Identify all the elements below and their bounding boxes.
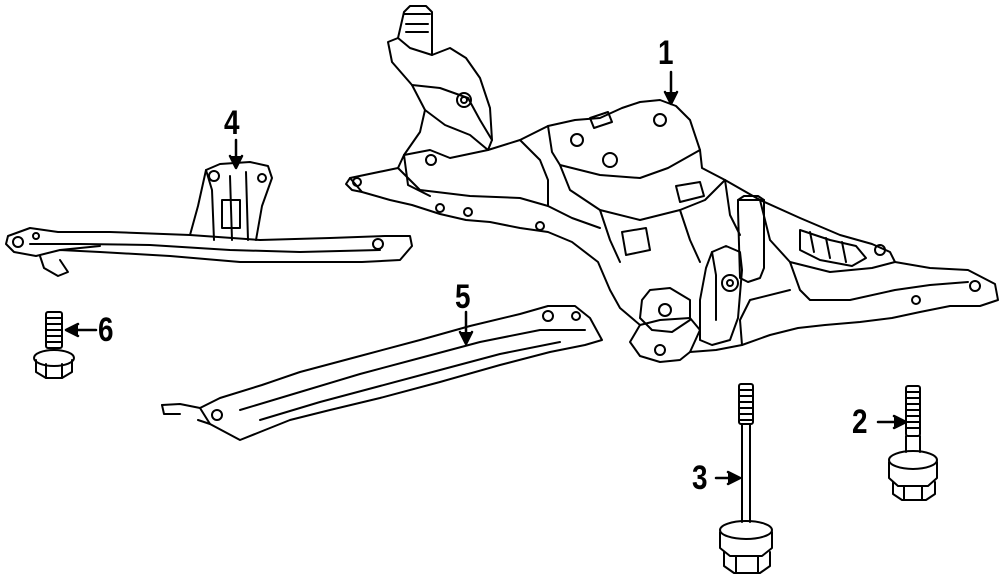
callout-1: 1 — [658, 34, 674, 72]
leader-6-arrow — [64, 322, 80, 338]
leader-2-arrow — [892, 414, 908, 430]
callout-5: 5 — [455, 278, 471, 316]
bolt-3-part — [719, 383, 773, 574]
rear-brace-part — [161, 305, 603, 441]
leader-lines — [64, 70, 908, 486]
callout-2: 2 — [852, 403, 868, 441]
front-brace-part — [5, 161, 413, 277]
bolt-2-part — [888, 385, 938, 501]
bolt-6-part — [33, 311, 75, 379]
leader-1-arrow — [663, 90, 679, 106]
callout-6: 6 — [98, 311, 114, 349]
callout-3: 3 — [692, 459, 708, 497]
leader-4-arrow — [228, 154, 244, 170]
callout-4: 4 — [224, 104, 240, 142]
leader-5-arrow — [458, 330, 474, 346]
leader-3-arrow — [726, 470, 742, 486]
crossmember-part — [345, 5, 999, 363]
